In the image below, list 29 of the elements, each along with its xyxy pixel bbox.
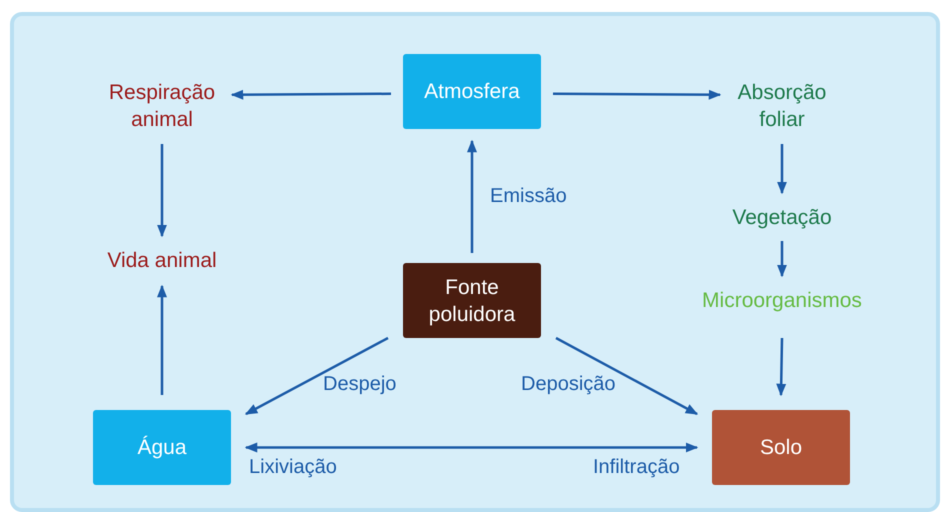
process-box	[403, 54, 541, 129]
box-label: Fonte poluidora	[428, 274, 516, 328]
arrow	[244, 442, 698, 452]
arrow	[157, 144, 167, 238]
arrow	[777, 144, 787, 194]
process-box	[93, 410, 231, 485]
edge-label: Lixiviação	[249, 456, 337, 479]
node-label: Absorção foliar	[736, 80, 828, 133]
process-box	[712, 410, 850, 485]
arrow	[157, 284, 167, 395]
box-label: Água	[137, 434, 187, 461]
node-label: Microorganismos	[702, 288, 862, 314]
node-label: Respiração animal	[108, 80, 216, 133]
box-label: Atmosfera	[424, 79, 520, 105]
arrow	[230, 90, 391, 100]
box-label: Solo	[760, 435, 802, 461]
edge-label: Emissão	[490, 185, 567, 208]
process-box	[403, 263, 541, 338]
arrow	[777, 241, 787, 278]
node-label: Vegetação	[732, 204, 832, 230]
flow-note: Infiltração	[593, 456, 680, 479]
arrow	[776, 338, 786, 396]
arrow	[553, 90, 722, 100]
edge-label: Despejo	[323, 373, 396, 396]
node-label: Vida animal	[107, 248, 217, 274]
edge-label: Deposição	[521, 373, 616, 396]
arrow	[467, 140, 477, 253]
arrow	[555, 336, 698, 416]
arrow	[244, 336, 389, 416]
